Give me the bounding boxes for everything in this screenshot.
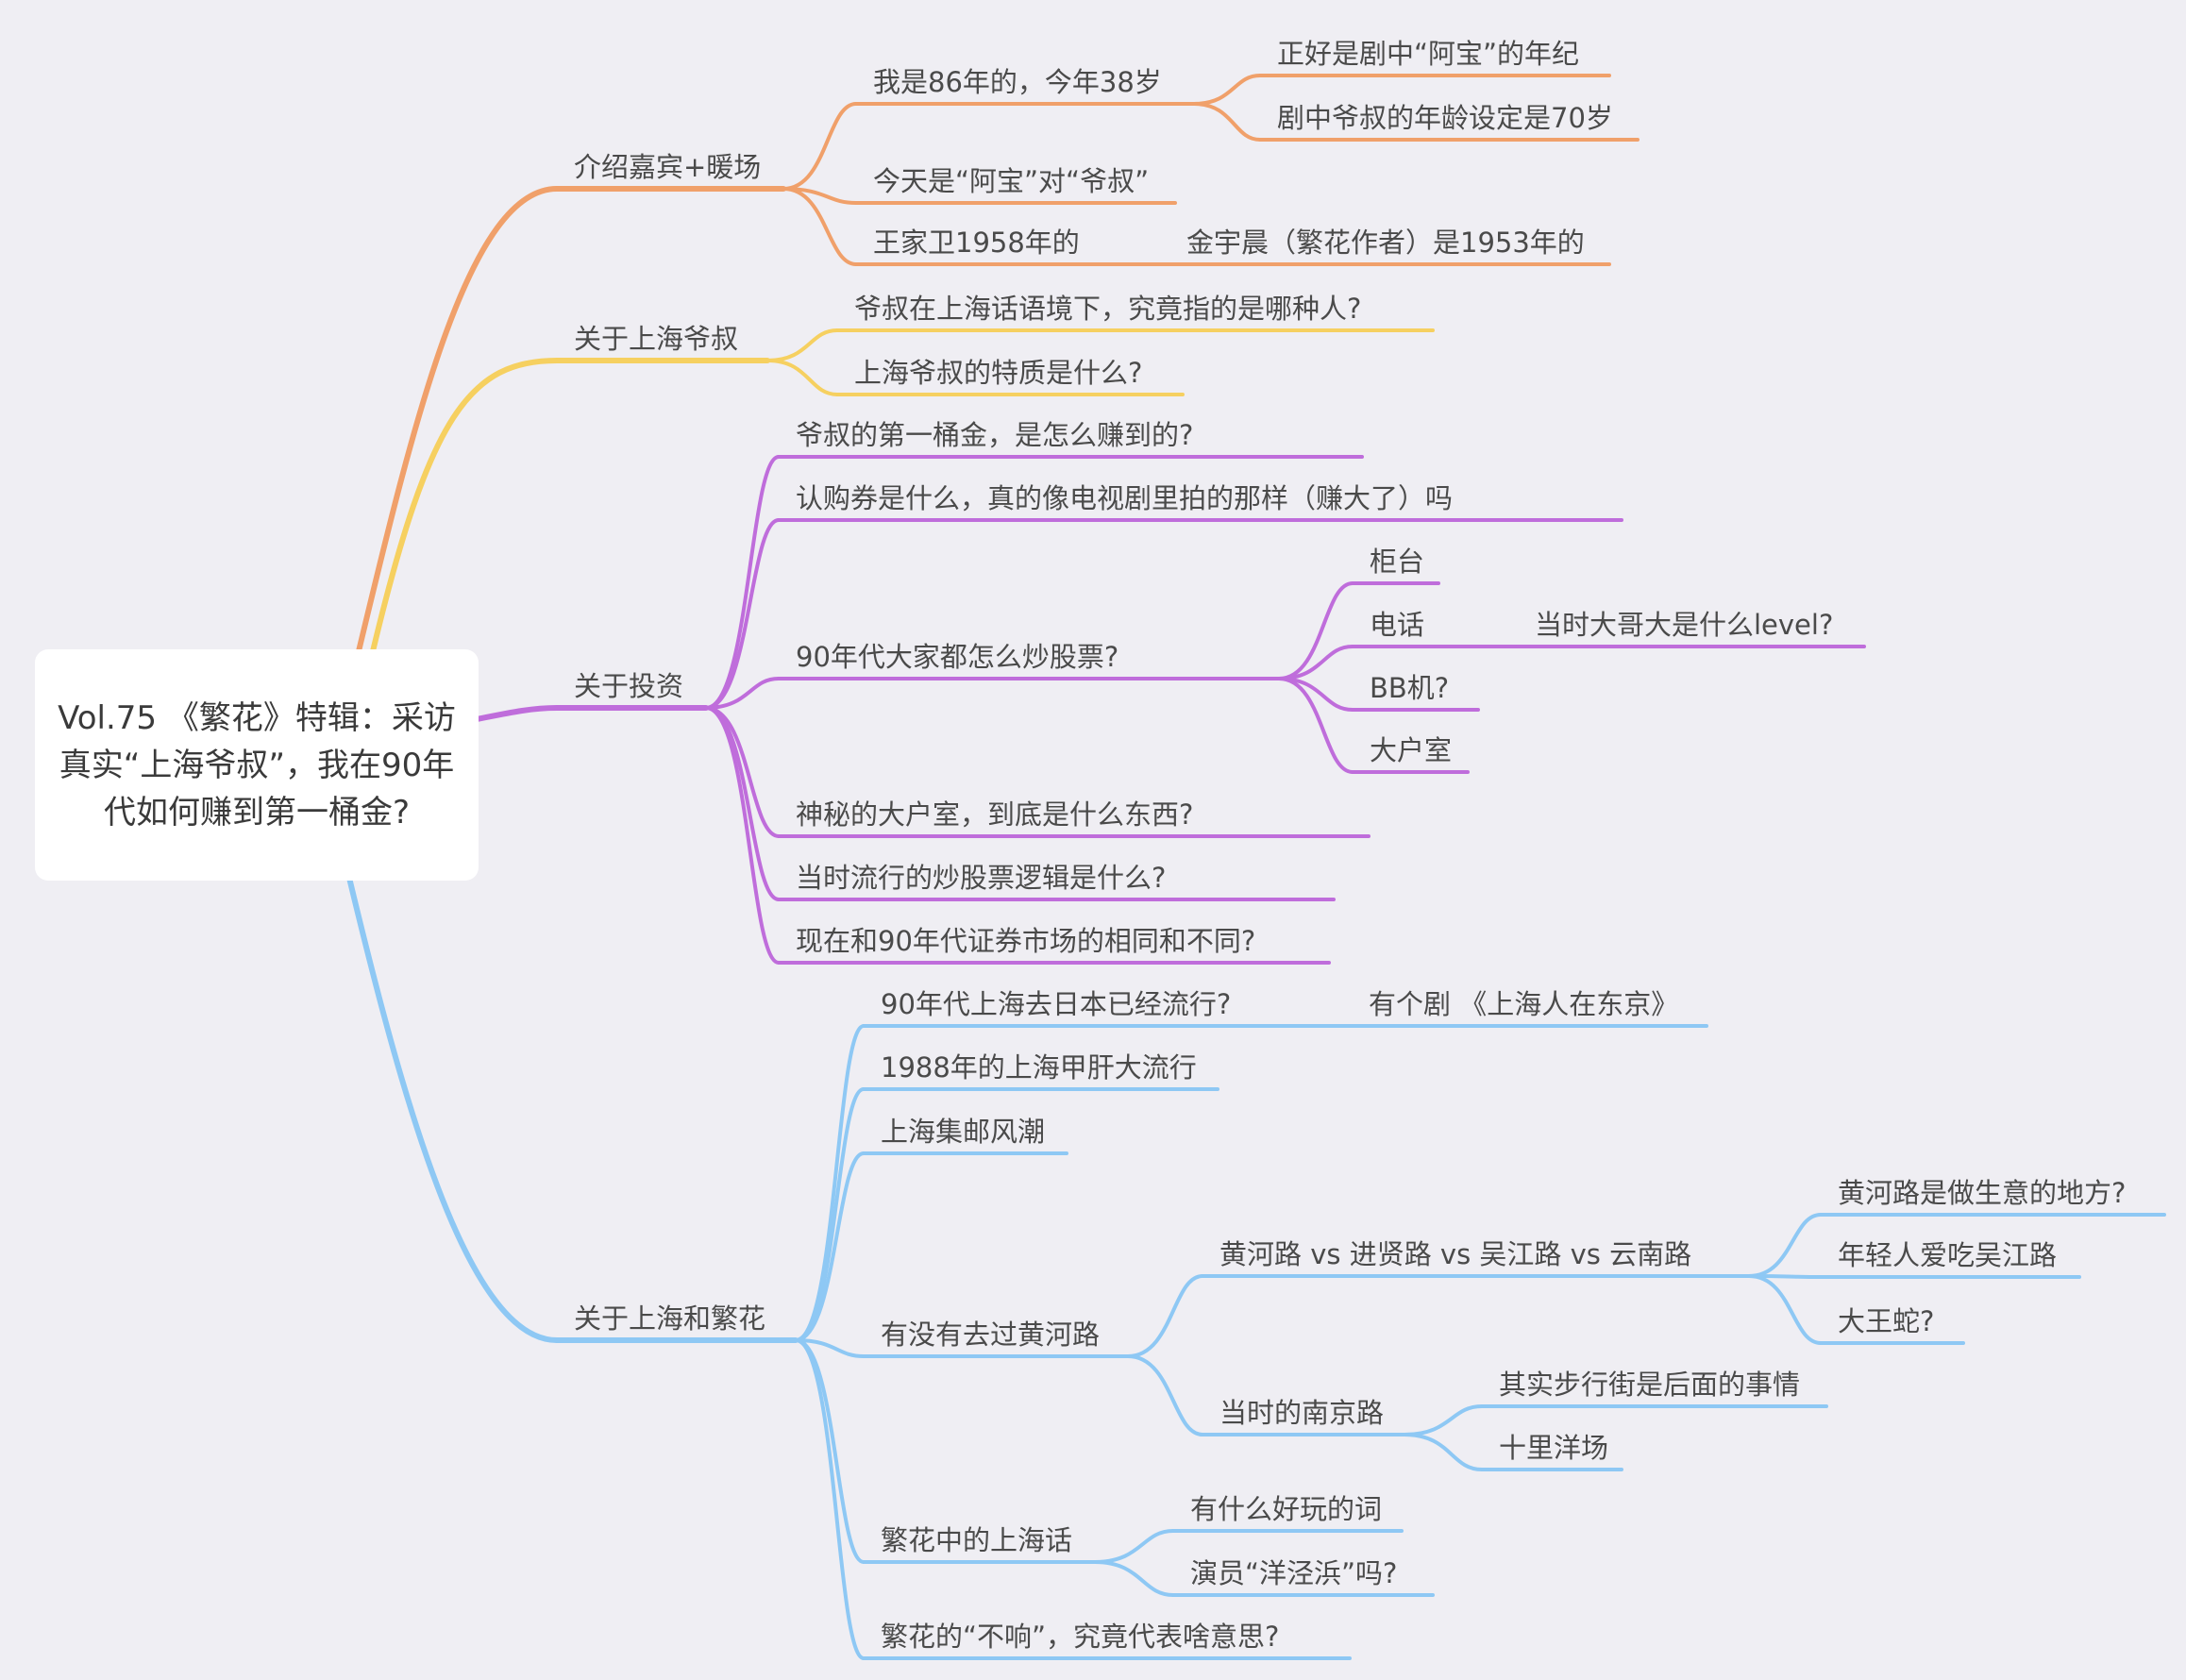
topic-3-3-0-0[interactable]: 黄河路是做生意的地方? bbox=[1838, 1177, 2126, 1209]
topic-3-0[interactable]: 90年代上海去日本已经流行? bbox=[881, 988, 1231, 1020]
topic-1-1[interactable]: 上海爷叔的特质是什么? bbox=[854, 357, 1142, 389]
connector-3-4-0 bbox=[1093, 1529, 1175, 1564]
branch-connector-0 bbox=[356, 186, 560, 654]
topic-1-0[interactable]: 爷叔在上海话语境下，究竟指的是哪种人? bbox=[854, 293, 1361, 325]
topic-0-1[interactable]: 今天是“阿宝”对“爷叔” bbox=[873, 165, 1149, 197]
topic-0-0[interactable]: 我是86年的，今年38岁 bbox=[873, 66, 1162, 98]
topic-3-0-0[interactable]: 有个剧 《上海人在东京》 bbox=[1369, 988, 1678, 1020]
topic-0-0-0[interactable]: 正好是剧中“阿宝”的年纪 bbox=[1277, 38, 1579, 70]
topic-3-3[interactable]: 有没有去过黄河路 bbox=[881, 1319, 1100, 1351]
connector-2-2-0 bbox=[1277, 581, 1354, 680]
root-topic-title: Vol.75 《繁花》特辑：采访真实“上海爷叔”，我在90年代如何赚到第一桶金? bbox=[58, 698, 456, 832]
topic-2-2-1-0[interactable]: 当时大哥大是什么level? bbox=[1535, 609, 1833, 641]
connector-2-2-3 bbox=[1277, 677, 1354, 774]
branch-connector-1 bbox=[370, 358, 560, 654]
topic-0-2[interactable]: 王家卫1958年的 bbox=[873, 227, 1080, 259]
connector-2-0 bbox=[704, 455, 781, 710]
connector-2-5 bbox=[704, 706, 781, 965]
topic-2-0[interactable]: 爷叔的第一桶金，是怎么赚到的? bbox=[796, 419, 1193, 451]
connector-0-0 bbox=[782, 102, 858, 191]
connector-2-2-2 bbox=[1277, 677, 1354, 712]
connector-3-4-1 bbox=[1093, 1560, 1175, 1597]
topic-2-2-1[interactable]: 电话 bbox=[1370, 609, 1424, 641]
connector-1-0 bbox=[765, 328, 839, 362]
connector-1-1 bbox=[765, 359, 839, 396]
branch-connector-3 bbox=[346, 875, 560, 1343]
topic-3-4-0[interactable]: 有什么好玩的词 bbox=[1190, 1493, 1382, 1525]
connector-3-3 bbox=[794, 1338, 866, 1358]
connector-3-3-0-2 bbox=[1747, 1274, 1823, 1345]
topic-3-3-1-1[interactable]: 十里洋场 bbox=[1499, 1432, 1608, 1464]
topic-0-0-1[interactable]: 剧中爷叔的年龄设定是70岁 bbox=[1277, 102, 1613, 134]
topic-3-3-0-1[interactable]: 年轻人爱吃吴江路 bbox=[1838, 1239, 2057, 1271]
connector-3-3-0 bbox=[1126, 1274, 1204, 1358]
topic-2-3[interactable]: 神秘的大户室，到底是什么东西? bbox=[796, 798, 1193, 831]
topic-3-4[interactable]: 繁花中的上海话 bbox=[881, 1524, 1072, 1556]
connector-3-3-1-0 bbox=[1403, 1404, 1484, 1436]
topic-3-2[interactable]: 上海集邮风潮 bbox=[881, 1116, 1045, 1148]
connector-3-3-1-1 bbox=[1403, 1433, 1484, 1471]
connector-0-0-0 bbox=[1192, 74, 1262, 106]
topic-3-3-0-2[interactable]: 大王蛇? bbox=[1838, 1305, 1934, 1337]
topic-2-2-0[interactable]: 柜台 bbox=[1370, 546, 1424, 578]
topic-3-3-0[interactable]: 黄河路 vs 进贤路 vs 吴江路 vs 云南路 bbox=[1219, 1238, 1691, 1270]
connector-3-5 bbox=[794, 1338, 866, 1660]
connector-2-1 bbox=[704, 518, 781, 710]
topic-3[interactable]: 关于上海和繁花 bbox=[574, 1302, 765, 1335]
connector-3-4 bbox=[794, 1338, 866, 1564]
connector-3-1 bbox=[794, 1087, 866, 1342]
topic-2-1[interactable]: 认购券是什么，真的像电视剧里拍的那样（赚大了）吗 bbox=[796, 482, 1453, 514]
connector-3-3-1 bbox=[1126, 1354, 1204, 1436]
topic-2-2[interactable]: 90年代大家都怎么炒股票? bbox=[796, 641, 1118, 673]
connector-0-2 bbox=[782, 187, 858, 266]
connector-3-3-0-0 bbox=[1747, 1213, 1823, 1278]
topic-0[interactable]: 介绍嘉宾+暖场 bbox=[574, 151, 761, 183]
connector-2-2 bbox=[704, 677, 781, 710]
topic-2-5[interactable]: 现在和90年代证券市场的相同和不同? bbox=[796, 925, 1255, 957]
branch-connector-2 bbox=[474, 705, 560, 722]
connector-0-0-1 bbox=[1192, 102, 1262, 142]
connector-2-2-1 bbox=[1277, 645, 1354, 680]
topic-2-4[interactable]: 当时流行的炒股票逻辑是什么? bbox=[796, 862, 1166, 894]
connector-3-0 bbox=[794, 1024, 866, 1342]
topic-3-3-1[interactable]: 当时的南京路 bbox=[1219, 1397, 1384, 1429]
topic-2[interactable]: 关于投资 bbox=[574, 670, 683, 702]
connector-3-2 bbox=[794, 1151, 866, 1342]
topic-1[interactable]: 关于上海爷叔 bbox=[574, 323, 738, 355]
topic-3-4-1[interactable]: 演员“洋泾浜”吗? bbox=[1190, 1557, 1397, 1589]
topic-3-3-1-0[interactable]: 其实步行街是后面的事情 bbox=[1499, 1369, 1800, 1401]
root-topic[interactable]: Vol.75 《繁花》特辑：采访真实“上海爷叔”，我在90年代如何赚到第一桶金? bbox=[35, 649, 479, 881]
topic-3-5[interactable]: 繁花的“不响”，究竟代表啥意思? bbox=[881, 1621, 1279, 1653]
topic-0-2-0[interactable]: 金宇晨（繁花作者）是1953年的 bbox=[1186, 227, 1585, 259]
topic-3-1[interactable]: 1988年的上海甲肝大流行 bbox=[881, 1051, 1197, 1084]
topic-2-2-2[interactable]: BB机? bbox=[1370, 672, 1449, 704]
topic-2-2-3[interactable]: 大户室 bbox=[1370, 734, 1452, 766]
